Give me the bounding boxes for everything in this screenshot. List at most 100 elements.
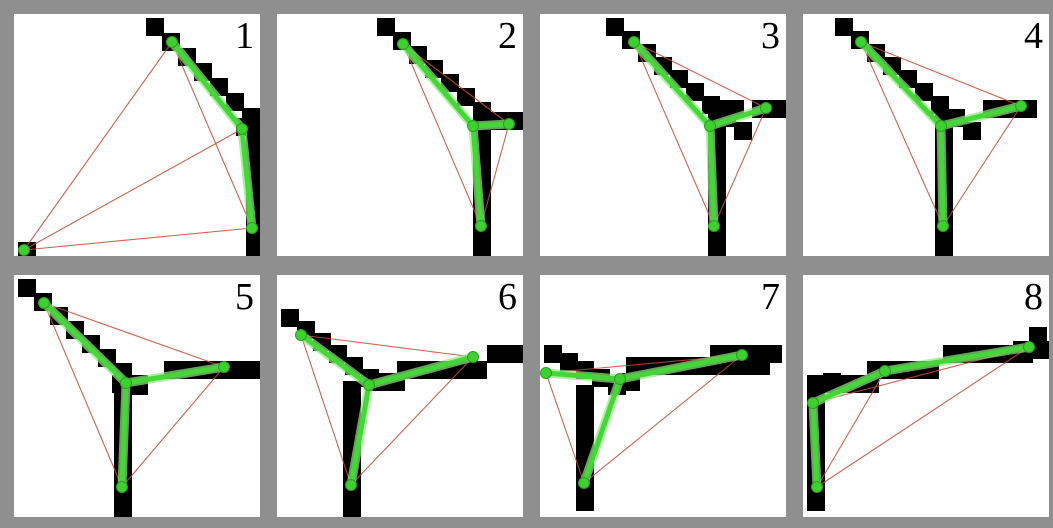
panel-4-pixel [835, 18, 853, 36]
panel-3-joint-icon [628, 36, 640, 48]
panel-6: 6 [277, 275, 523, 517]
panel-5-pixel [18, 279, 36, 297]
panel-2-joint-icon [475, 220, 487, 232]
panel-3-pixel [770, 100, 786, 118]
panel-6-bone [348, 382, 372, 488]
panel-2-bone [470, 123, 484, 229]
panel-7-pixel [576, 439, 594, 457]
panel-6-pixel [281, 309, 299, 327]
panel-8-mesh-edge [816, 346, 1030, 488]
panel-6-pixel [343, 489, 361, 507]
panel-2-pixel [473, 238, 491, 256]
panel-3-joint-icon [760, 102, 772, 114]
panel-4-mesh-edge [860, 41, 1022, 107]
panel-1-joint-icon [246, 222, 258, 234]
panel-2-joint-icon [467, 120, 479, 132]
panel-8-joint-icon [1023, 341, 1035, 353]
panel-5-mesh-edge [43, 302, 123, 488]
panel-8-mesh-edge [816, 370, 886, 488]
panel-5: 5 [14, 275, 260, 517]
panel-4-joint-icon [855, 36, 867, 48]
panel-6-pixel [343, 507, 361, 517]
panel-8-pixel [807, 493, 825, 511]
panel-1-drawing [18, 18, 260, 256]
panel-7-pixel [746, 345, 764, 363]
panel-8-joint-icon [807, 397, 819, 409]
panel-5-bone [41, 300, 129, 386]
panel-6-pixel [487, 345, 505, 363]
panel-1: 1 [14, 14, 260, 256]
panel-8-drawing [807, 327, 1049, 511]
panel-7-joint-icon [578, 477, 590, 489]
panel-8-bone [810, 368, 888, 406]
panel-3-pixel [606, 18, 624, 36]
panel-2-mesh-edge [402, 43, 482, 227]
panel-3-pixel [708, 238, 726, 256]
panel-8-bone [810, 400, 820, 490]
panel-4-drawing [835, 18, 1037, 256]
panel-7-pixel [764, 345, 782, 363]
panel-3: 3 [540, 14, 786, 256]
panel-6-drawing [281, 309, 523, 517]
panel-1-mesh-edge [23, 227, 253, 251]
panel-5-joint-icon [218, 361, 230, 373]
panel-4-pixel [931, 96, 949, 114]
panel-5-mesh-edge [43, 302, 225, 368]
panel-6-number: 6 [498, 276, 517, 318]
panel-5-bone [123, 364, 227, 386]
panel-1-pixel [146, 18, 164, 36]
panel-5-bone [119, 380, 129, 490]
panel-1-bone [239, 126, 255, 231]
panel-1-mesh-edge [23, 128, 243, 251]
panel-1-joint-icon [18, 244, 30, 256]
panel-2-mesh-edge [480, 123, 510, 227]
panel-3-joint-icon [708, 220, 720, 232]
panel-2-pixel [377, 18, 395, 36]
panel-4-mesh-edge [942, 105, 1022, 227]
panel-4-joint-icon [1015, 100, 1027, 112]
panel-4-bone [938, 103, 1024, 129]
panel-3-number: 3 [761, 15, 780, 57]
panel-5-mesh-edge [121, 366, 225, 488]
panel-1-mesh-edge [23, 41, 173, 251]
panel-6-joint-icon [467, 351, 479, 363]
panel-5-pixel [254, 361, 260, 379]
panel-7-bone [617, 352, 745, 382]
panel-6-joint-icon [295, 329, 307, 341]
panel-4-pixel [915, 83, 933, 101]
panel-7-joint-icon [736, 349, 748, 361]
panel-2-bone [470, 121, 512, 129]
panel-8-pixel [1031, 341, 1049, 359]
panel-7: 7 [540, 275, 786, 517]
panel-1-pixel [226, 93, 244, 111]
panel-6-pixel [505, 345, 523, 363]
panel-2-bone [400, 41, 476, 129]
panel-7-pixel [576, 493, 594, 511]
panel-7-mesh-edge [583, 354, 743, 484]
panel-4-mesh-edge [860, 41, 944, 227]
panel-4-bone [938, 123, 946, 229]
panel-8-joint-icon [811, 481, 823, 493]
panel-6-pixel [343, 399, 361, 417]
panel-1-pixel [246, 136, 260, 154]
panel-7-pixel [576, 403, 594, 421]
panel-1-number: 1 [235, 15, 254, 57]
panel-3-mesh-edge [633, 41, 715, 227]
panel-6-pixel [343, 381, 361, 399]
panel-8-bone [882, 344, 1032, 374]
panel-4: 4 [803, 14, 1049, 256]
panel-4-bone [858, 39, 944, 129]
panel-7-joint-icon [614, 373, 626, 385]
panel-4-joint-icon [935, 120, 947, 132]
panel-7-number: 7 [761, 276, 780, 318]
panel-3-pixel [734, 122, 752, 140]
panel-1-joint-icon [166, 36, 178, 48]
panel-6-mesh-edge [300, 334, 352, 486]
panel-7-joint-icon [540, 367, 552, 379]
panel-6-bone [366, 354, 476, 388]
panel-7-pixel [576, 385, 594, 403]
panel-1-joint-icon [236, 123, 248, 135]
panel-6-joint-icon [363, 379, 375, 391]
panel-2-joint-icon [397, 38, 409, 50]
